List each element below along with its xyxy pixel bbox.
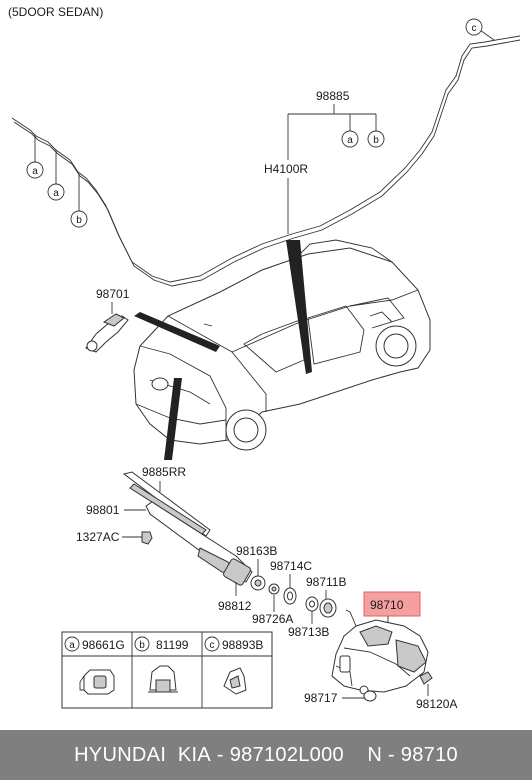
footer-sep-1: -	[211, 743, 230, 766]
svg-text:a: a	[347, 135, 353, 146]
svg-text:c: c	[472, 23, 477, 34]
wiper-blade	[122, 471, 211, 537]
footer-part-number: 987102L000	[229, 743, 344, 766]
footer-sep-2: N -	[343, 743, 401, 766]
pointer-wedge-hose	[286, 240, 312, 374]
label-98801: 98801	[86, 503, 120, 517]
label-98726a: 98726A	[252, 612, 293, 626]
callout-a-3: a	[341, 130, 359, 148]
label-98701: 98701	[96, 287, 130, 301]
wiper-arm	[145, 501, 253, 586]
label-98717: 98717	[304, 691, 338, 705]
cap-98726a	[268, 583, 280, 595]
grommet-98893b-icon	[223, 667, 247, 695]
legend-c-header: c 98893B	[204, 636, 263, 652]
clip-81199-icon	[148, 665, 178, 693]
footer-brand: HYUNDAI KIA	[74, 743, 212, 766]
label-98885: 98885	[316, 89, 350, 103]
pointer-wedge-wiper	[164, 378, 182, 460]
label-98714c: 98714C	[270, 559, 312, 573]
footer-bar: HYUNDAI KIA - 987102L000 N - 98710	[0, 730, 532, 780]
washer-hose	[11, 35, 521, 283]
callout-b-1: b	[70, 210, 88, 228]
callout-a-1: a	[26, 161, 44, 179]
callout-b-2: b	[367, 130, 385, 148]
label-98713b: 98713B	[288, 625, 329, 639]
label-98812: 98812	[218, 599, 252, 613]
svg-text:b: b	[76, 215, 82, 226]
label-98163b: 98163B	[236, 544, 277, 558]
car-illustration	[133, 239, 431, 451]
svg-text:81199: 81199	[156, 638, 189, 652]
label-98711b: 98711B	[306, 575, 346, 589]
grommet-98711b	[319, 598, 337, 618]
svg-text:98661G: 98661G	[82, 638, 125, 652]
label-98120a: 98120A	[416, 697, 457, 711]
highlight-98710	[363, 591, 421, 617]
label-h4100r: H4100R	[264, 162, 308, 176]
svg-text:a: a	[32, 166, 38, 177]
wiper-motor-98710	[331, 609, 429, 695]
screw-1327ac	[141, 531, 153, 545]
variant-label: (5DOOR SEDAN)	[8, 5, 103, 19]
footer-position: 98710	[400, 743, 458, 766]
label-9885rr: 9885RR	[142, 465, 186, 479]
nut-98163b	[250, 575, 266, 591]
legend-table: a 98661G b 81199 c 98893B	[61, 631, 273, 709]
bolt-98120a	[419, 671, 433, 685]
svg-text:b: b	[139, 640, 145, 651]
clip-98661g-icon	[79, 669, 115, 695]
legend-b-header: b 81199	[134, 636, 189, 652]
label-1327ac: 1327AC	[76, 530, 120, 544]
legend-a-header: a 98661G	[64, 636, 125, 652]
washer-98714c	[283, 587, 297, 605]
callout-c-1: c	[465, 18, 483, 36]
washer-nozzle	[85, 313, 129, 353]
callout-a-2: a	[47, 183, 65, 201]
svg-text:c: c	[210, 640, 215, 651]
svg-text:a: a	[69, 640, 75, 651]
clip-98717	[363, 690, 377, 702]
svg-text:a: a	[53, 188, 59, 199]
label-98710: 98710	[370, 598, 404, 612]
svg-text:b: b	[373, 135, 379, 146]
bushing-98713b	[305, 596, 319, 612]
exploded-parts-diagram: (5DOOR SEDAN) a a b c 98885 a b H4100R	[8, 5, 521, 711]
pointer-wedge-nozzle	[134, 312, 220, 352]
svg-text:98893B: 98893B	[222, 638, 263, 652]
